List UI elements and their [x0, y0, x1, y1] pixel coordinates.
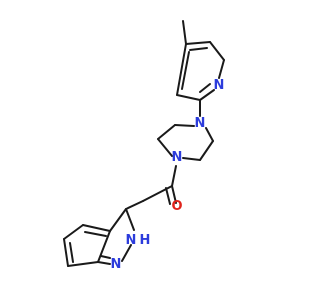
- piperazine-nitrogen-top: N: [195, 116, 206, 131]
- bond-carbonyl-ch2: [142, 185, 173, 202]
- bond-pyr-4-inner: [199, 83, 211, 93]
- indazole-nh-h-label: H: [140, 233, 151, 248]
- bond-pyr-2: [209, 41, 225, 61]
- bond-pip-carbonyl: [171, 165, 177, 187]
- bond-pip-6: [205, 127, 214, 142]
- bond-benz-2-inner: [84, 231, 107, 237]
- carbonyl-oxygen: O: [171, 199, 182, 214]
- bond-pyr-4: [199, 89, 215, 101]
- pyridine-nitrogen: N: [214, 78, 225, 93]
- bond-ind-n1-c7a: [97, 261, 111, 265]
- indazole-nh: N H: [126, 233, 151, 248]
- indazole-n-label: N: [111, 257, 122, 272]
- bond-pyr-1-inner: [189, 47, 208, 51]
- bond-pip-1: [174, 124, 195, 127]
- bond-ind-c3-n2: [125, 208, 135, 231]
- bond-co-1: [171, 185, 177, 204]
- bond-pip-5: [199, 140, 214, 161]
- bond-methyl: [182, 20, 187, 45]
- carbonyl-o-label: O: [171, 199, 182, 214]
- bond-co-2: [165, 187, 171, 205]
- piperazine-n-top-label: N: [195, 116, 206, 131]
- bond-benz-1: [97, 230, 111, 263]
- indazole-nitrogen: N: [111, 257, 122, 272]
- molecule-diagram: N N N O N H N: [63, 20, 225, 272]
- bond-benz-4: [63, 238, 69, 267]
- bond-benz-5: [67, 261, 99, 267]
- indazole-nh-n-label: N: [126, 233, 137, 248]
- bond-ind-n2-n1: [121, 244, 132, 262]
- bond-pyr-3: [218, 59, 225, 79]
- bond-pyr-6: [176, 43, 187, 96]
- bond-pyr-5: [176, 94, 201, 101]
- bond-pyr-6-inner: [181, 51, 190, 90]
- bond-pip-3: [157, 138, 173, 157]
- piperazine-nitrogen-bottom: N: [172, 150, 183, 165]
- piperazine-n-bottom-label: N: [172, 150, 183, 165]
- atom-labels: N N N O N H N: [111, 78, 225, 272]
- bond-pyr-1: [185, 41, 211, 45]
- pyridine-n-label: N: [214, 78, 225, 93]
- bond-pip-4: [182, 157, 201, 161]
- bond-pip-2: [157, 124, 176, 140]
- bond-ch2-c3: [125, 200, 144, 210]
- bond-benz-3: [63, 224, 84, 240]
- bond-ind-c3-c3a: [109, 208, 127, 232]
- bond-ind-n1-c7a-inner: [100, 255, 111, 259]
- bonds: [63, 20, 225, 267]
- bond-benz-4-inner: [69, 242, 74, 263]
- bond-benz-2: [82, 224, 111, 232]
